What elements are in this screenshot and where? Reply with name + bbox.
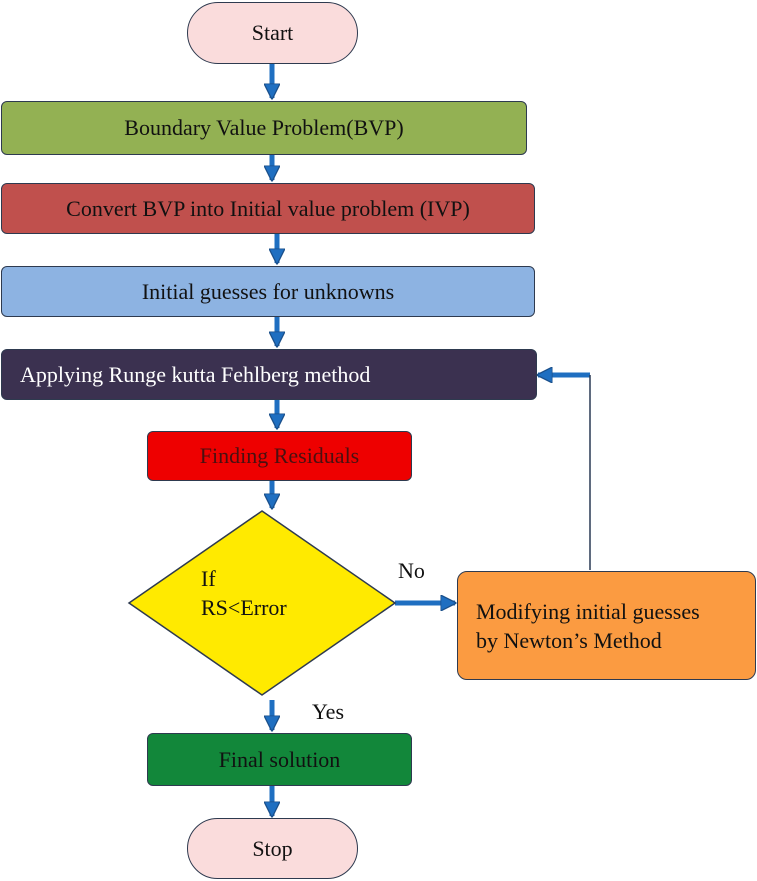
rkf-box: Applying Runge kutta Fehlberg method [1, 349, 537, 400]
modify-box: Modifying initial guesses by Newton’s Me… [457, 571, 756, 680]
stop-node: Stop [187, 818, 358, 879]
decision-label-if: If [201, 566, 216, 591]
edge-label-no: No [398, 558, 425, 583]
modify-label-line2: by Newton’s Method [476, 627, 662, 653]
start-node: Start [187, 2, 358, 64]
decision-diamond [127, 510, 397, 696]
decision-label-condition: RS<Error [201, 595, 287, 620]
modify-label-line1: Modifying initial guesses [476, 598, 700, 624]
guesses-box: Initial guesses for unknowns [1, 266, 535, 317]
edge-label-yes: Yes [312, 699, 345, 724]
final-solution-box: Final solution [147, 733, 412, 786]
residuals-box: Finding Residuals [147, 431, 412, 481]
bvp-box: Boundary Value Problem(BVP) [1, 101, 527, 155]
convert-box: Convert BVP into Initial value problem (… [1, 183, 535, 234]
